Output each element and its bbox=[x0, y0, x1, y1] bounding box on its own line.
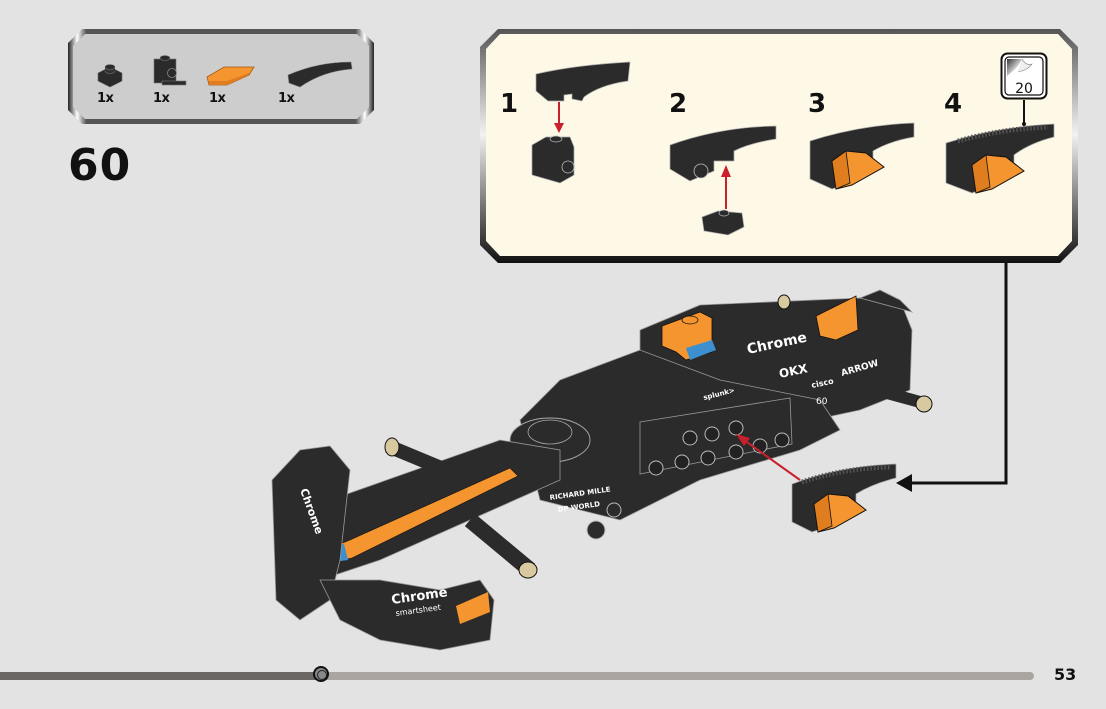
brick-side-stud-icon bbox=[153, 55, 187, 86]
sub-step-3-illustration bbox=[809, 122, 915, 190]
sponsor-chrome-front: Chrome bbox=[390, 585, 448, 608]
sticker-reference: 20 bbox=[1000, 52, 1048, 100]
progress-knob[interactable] bbox=[313, 666, 329, 682]
sub-step-2-illustration bbox=[669, 125, 777, 236]
curved-slope-icon bbox=[287, 61, 353, 88]
sub-step-4-illustration bbox=[945, 100, 1055, 194]
placement-arrowhead bbox=[736, 434, 750, 446]
sub-assembly-callout: 1 2 3 4 20 bbox=[480, 29, 1078, 263]
step-number: 60 bbox=[68, 140, 132, 191]
sub-step-label: 2 bbox=[669, 89, 688, 119]
callout-frame bbox=[480, 29, 1078, 263]
part-qty: 1x bbox=[97, 91, 114, 106]
sticker-number: 20 bbox=[1015, 81, 1033, 97]
connector-arrowhead bbox=[896, 474, 912, 492]
parts-list-frame bbox=[68, 29, 374, 124]
sponsor-richard-mille: RICHARD MILLE bbox=[549, 485, 611, 501]
orange-slope-icon bbox=[206, 66, 255, 86]
parts-list: 1x 1x 1x 1x bbox=[68, 29, 374, 124]
car-number: 60 bbox=[816, 397, 828, 407]
sub-step-label: 4 bbox=[944, 89, 963, 119]
sponsor-splunk: splunk> bbox=[703, 386, 736, 402]
plate-1x1-icon bbox=[97, 64, 123, 88]
race-car-model bbox=[271, 289, 933, 651]
sponsor-okx: OKX bbox=[778, 361, 810, 381]
sponsor-cisco: cisco bbox=[811, 376, 835, 390]
sponsor-smartsheet: smartsheet bbox=[395, 603, 441, 618]
page-number: 53 bbox=[1054, 665, 1077, 684]
sponsor-chrome-wing: Chrome bbox=[297, 487, 326, 536]
sponsor-dp-world: DP WORLD bbox=[557, 500, 601, 514]
placement-arrow-line bbox=[743, 439, 801, 481]
part-qty: 1x bbox=[278, 91, 295, 106]
progress-fill bbox=[0, 672, 321, 680]
progress-bar[interactable] bbox=[0, 666, 1034, 682]
callout-connector-line bbox=[912, 263, 1008, 485]
sub-step-label: 1 bbox=[500, 89, 519, 119]
sub-step-1-illustration bbox=[531, 61, 631, 184]
sponsor-chrome: Chrome bbox=[746, 330, 809, 358]
sponsor-arrow: ARROW bbox=[840, 359, 880, 379]
progress-track[interactable] bbox=[0, 672, 1034, 680]
incoming-part-icon bbox=[791, 463, 897, 533]
sub-step-label: 3 bbox=[808, 89, 827, 119]
part-qty: 1x bbox=[209, 91, 226, 106]
sticker-icon bbox=[1000, 52, 1048, 100]
part-qty: 1x bbox=[153, 91, 170, 106]
